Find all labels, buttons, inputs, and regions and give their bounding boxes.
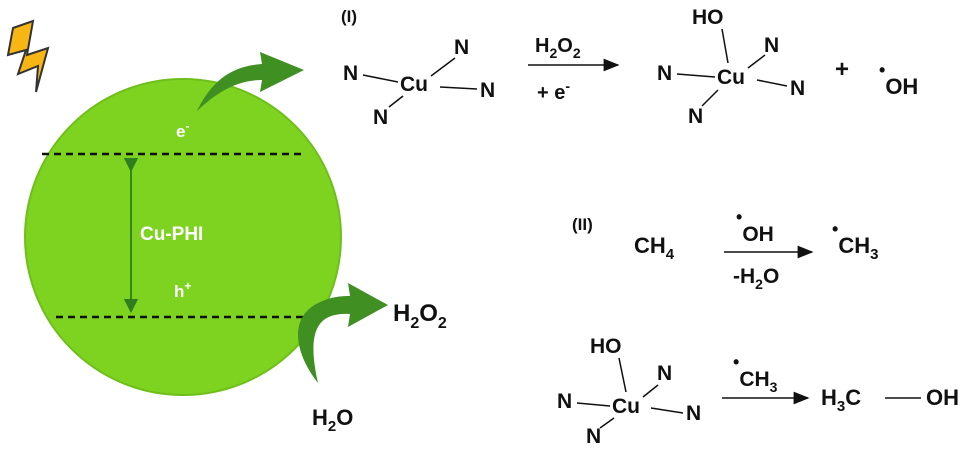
- methanol-oh: OH: [926, 385, 959, 410]
- reaction-i-reagent-top: H2O2: [535, 35, 581, 61]
- cu-complex-hydroxo-1: HO Cu N N N N: [657, 6, 805, 128]
- complex1-n-bottom: N: [373, 106, 388, 129]
- reaction-i-label: (I): [341, 7, 357, 26]
- complex3-n-left: N: [557, 390, 572, 413]
- water-reactant: H2O: [312, 405, 353, 435]
- complex2-n-top: N: [764, 34, 779, 57]
- complex2-n-left: N: [657, 62, 672, 85]
- complex2-ho: HO: [692, 6, 724, 29]
- complex2-cu: Cu: [717, 66, 745, 89]
- complex2-n-right: N: [790, 77, 805, 100]
- reaction-ii-label: (II): [572, 215, 593, 234]
- reaction-ii-reagent-top: •OH: [736, 207, 774, 246]
- reaction-iii-reagent: •CH3: [733, 352, 778, 395]
- complex3-cu: Cu: [612, 395, 640, 418]
- cu-phi-label: Cu-PHI: [140, 224, 203, 245]
- methane-reactant: CH4: [634, 233, 675, 263]
- lightning-bolt-icon: [6, 19, 50, 93]
- complex3-n-right: N: [686, 402, 701, 425]
- reaction-ii-reagent-bottom: -H2O: [733, 265, 779, 292]
- reaction-i-reagent-bottom: + e-: [537, 78, 570, 104]
- water-oxidation-arrow: [298, 283, 388, 383]
- complex1-n-top: N: [454, 36, 469, 59]
- complex3-n-bottom: N: [586, 425, 601, 448]
- complex3-ho: HO: [590, 335, 622, 358]
- electron-transfer-arrow: [197, 52, 304, 111]
- complex1-n-left: N: [343, 62, 358, 85]
- reaction-i-plus: +: [835, 56, 849, 83]
- hydroxyl-radical: •OH: [879, 60, 918, 99]
- methanol-product: H3C: [821, 385, 861, 415]
- cu-complex-hydroxo-2: HO Cu N N N N: [557, 335, 701, 448]
- complex2-n-bottom: N: [688, 105, 703, 128]
- complex3-n-top: N: [657, 362, 672, 385]
- cu-complex-1: Cu N N N N: [343, 36, 495, 129]
- electron-label: e-: [176, 119, 189, 141]
- complex1-cu: Cu: [400, 73, 428, 96]
- hole-label: h+: [174, 279, 191, 301]
- h2o2-product: H2O2: [393, 300, 447, 332]
- complex1-n-right: N: [480, 79, 495, 102]
- methyl-radical-product: •CH3: [832, 219, 878, 263]
